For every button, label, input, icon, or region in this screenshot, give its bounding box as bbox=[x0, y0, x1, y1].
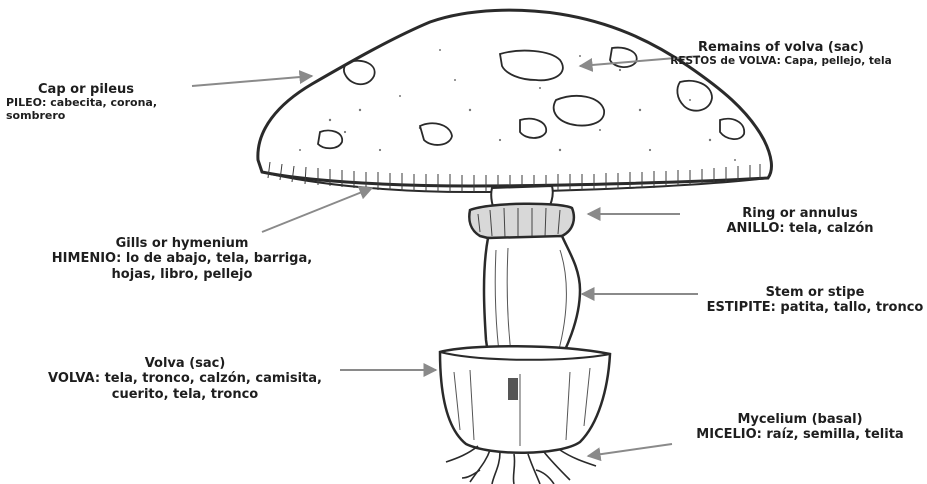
volva-remains-label-en: Remains of volva (sac) bbox=[666, 40, 896, 55]
mycelium-label-es: MICELIO: raíz, semilla, telita bbox=[680, 427, 920, 442]
stem-label-en: Stem or stipe bbox=[700, 285, 927, 300]
volva-label-es: VOLVA: tela, tronco, calzón, camisita, c… bbox=[40, 371, 330, 402]
gills-label: Gills or hymenium HIMENIO: lo de abajo, … bbox=[40, 236, 324, 282]
volva-label: Volva (sac) VOLVA: tela, tronco, calzón,… bbox=[40, 356, 330, 402]
mushroom-volva bbox=[440, 346, 610, 453]
cap-arrow bbox=[192, 76, 312, 86]
cap-label-en: Cap or pileus bbox=[6, 82, 206, 97]
mycelium-label: Mycelium (basal) MICELIO: raíz, semilla,… bbox=[680, 412, 920, 443]
mycelium-arrow bbox=[588, 444, 672, 456]
mycelium-label-en: Mycelium (basal) bbox=[680, 412, 920, 427]
ring-label-es: ANILLO: tela, calzón bbox=[690, 221, 910, 236]
mushroom-cap bbox=[258, 10, 772, 186]
ring-label: Ring or annulus ANILLO: tela, calzón bbox=[690, 206, 910, 237]
gills-arrow bbox=[262, 188, 372, 232]
volva-remains-label: Remains of volva (sac) RESTOS de VOLVA: … bbox=[666, 40, 896, 68]
volva-label-en: Volva (sac) bbox=[40, 356, 330, 371]
gills-label-es: HIMENIO: lo de abajo, tela, barriga, hoj… bbox=[40, 251, 324, 282]
mushroom-ring bbox=[469, 186, 574, 241]
gills-label-en: Gills or hymenium bbox=[40, 236, 324, 251]
cap-label-es: PILEO: cabecita, corona, sombrero bbox=[6, 97, 206, 123]
ring-label-en: Ring or annulus bbox=[690, 206, 910, 221]
stem-label-es: ESTIPITE: patita, tallo, tronco bbox=[700, 300, 927, 315]
volva-remains-label-es: RESTOS de VOLVA: Capa, pellejo, tela bbox=[666, 55, 896, 67]
stem-label: Stem or stipe ESTIPITE: patita, tallo, t… bbox=[700, 285, 927, 316]
cap-label: Cap or pileus PILEO: cabecita, corona, s… bbox=[6, 82, 206, 123]
